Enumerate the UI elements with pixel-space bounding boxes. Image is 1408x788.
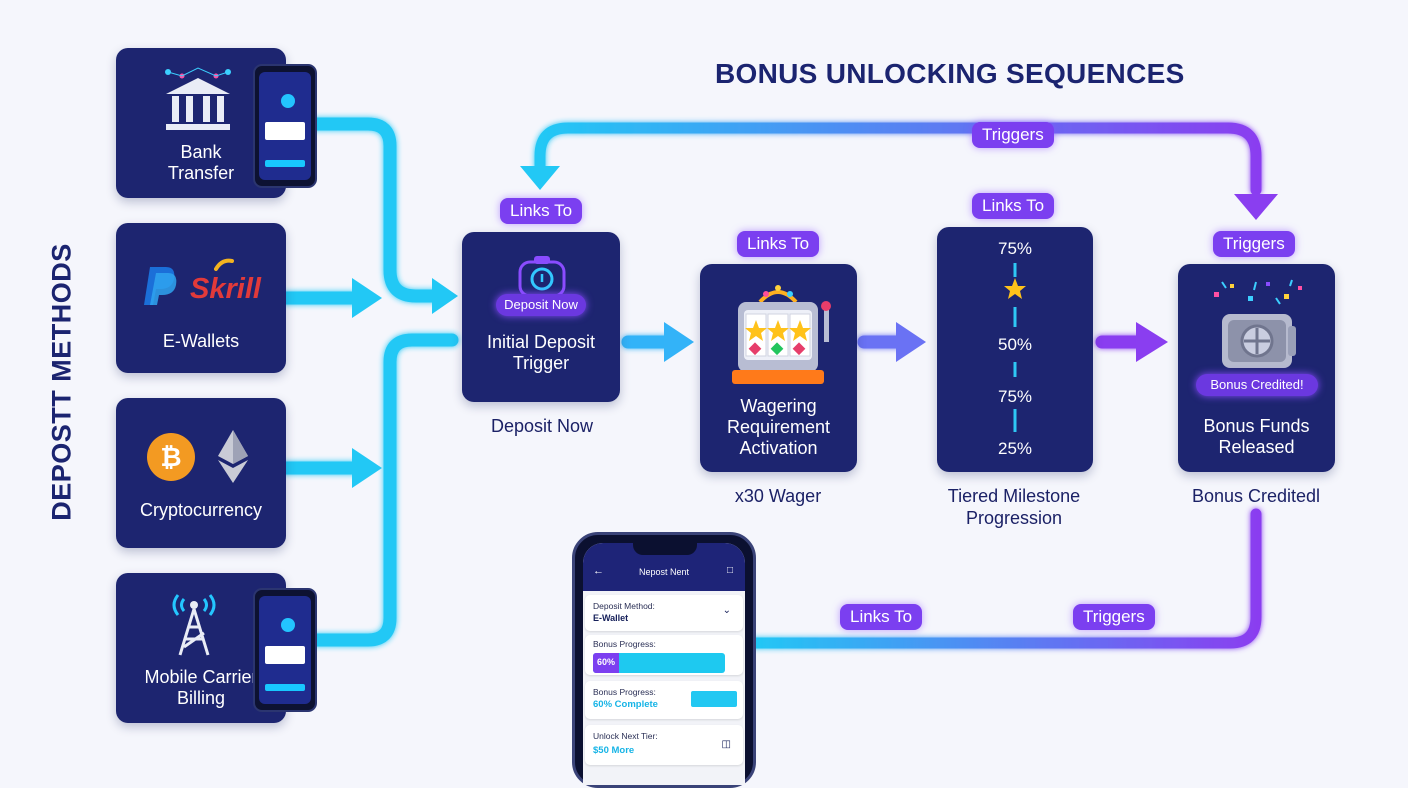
chevron-down-icon[interactable]: ⌄	[722, 605, 731, 616]
method-label-bank-transfer: Bank Transfer	[167, 142, 235, 183]
bonus-progress-label-2: Bonus Progress:	[593, 687, 656, 697]
page-title: BONUS UNLOCKING SEQUENCES	[715, 58, 1185, 89]
bonus-progress-row: Bonus Progress: 60%	[585, 635, 743, 675]
unlock-value: $50 More	[593, 745, 635, 756]
mini-phone-mobile	[253, 588, 317, 712]
bank-flow-line	[303, 117, 441, 303]
copy-icon[interactable]: ◫	[721, 739, 731, 750]
method-card-e-wallets[interactable]: Skrill E-Wallets	[116, 223, 286, 373]
paypal-icon	[144, 267, 177, 305]
deposit-methods-title: DEPOSTT METHODS	[46, 243, 77, 521]
caption-tiered-milestone: Tiered Milestone Progression	[947, 486, 1081, 528]
svg-text:₿: ₿	[160, 443, 181, 473]
top-loop-line	[534, 122, 1262, 196]
deposit-method-value: E-Wallet	[593, 613, 629, 623]
complete-percent: 60% Complete	[593, 699, 658, 710]
bitcoin-icon: ₿	[147, 433, 195, 481]
arrow-head-loop-end	[1234, 194, 1278, 220]
caption-wager: x30 Wager	[734, 486, 822, 506]
vault-icon	[1222, 314, 1296, 368]
stage-label-wagering: Wagering Requirement Activation	[726, 396, 831, 458]
unlock-label: Unlock Next Tier:	[593, 731, 658, 741]
arrow-head-stage4	[1136, 322, 1168, 362]
flow-lines	[279, 117, 1278, 649]
mobile-flow-line	[303, 333, 459, 647]
arrow-head-stage3	[896, 322, 926, 362]
pill-triggers-top: Triggers	[972, 122, 1054, 148]
pill-links-to-stage3: Links To	[972, 193, 1055, 219]
mobile-phone-preview: ← Nepost Nent □ Deposit Method: E-Wallet…	[572, 532, 756, 788]
deposit-method-select[interactable]: Deposit Method: E-Wallet ⌄	[585, 595, 743, 631]
milestone-50: 50%	[997, 335, 1033, 354]
arrow-heads	[352, 166, 1278, 488]
method-card-cryptocurrency[interactable]: ₿ Cryptocurrency	[116, 398, 286, 548]
confetti-icon	[1214, 279, 1302, 305]
bottom-loop-line	[746, 508, 1262, 649]
bonus-progress-label: Bonus Progress:	[593, 639, 656, 649]
stage-card-bonus-released[interactable]: Bonus Credited! Bonus Funds Released	[1178, 264, 1335, 472]
bonus-progress-bar: 60%	[593, 653, 725, 673]
pill-triggers-bottom: Triggers	[1073, 604, 1155, 630]
method-label-cryptocurrency: Cryptocurrency	[139, 500, 263, 520]
slot-machine-icon	[732, 285, 831, 384]
bonus-credited-badge: Bonus Credited!	[1196, 374, 1318, 396]
stage-card-wagering[interactable]: Wagering Requirement Activation	[700, 264, 857, 472]
stage-label-bonus-released: Bonus Funds Released	[1203, 416, 1310, 457]
bonus-progress-complete-row: Bonus Progress: 60% Complete	[585, 681, 743, 719]
stage-card-milestones[interactable]: 75% 50% 75% 25%	[937, 227, 1093, 472]
arrow-head-stage2	[664, 322, 694, 362]
skrill-swoosh-icon	[214, 258, 234, 271]
cell-tower-icon	[172, 594, 216, 656]
bonus-progress-text: 60%	[597, 657, 616, 667]
deposit-camera-icon	[518, 256, 566, 298]
star-icon	[1004, 278, 1026, 299]
mini-phone-bank	[253, 64, 317, 188]
deposit-method-label: Deposit Method:	[593, 601, 655, 611]
method-label-mobile-carrier: Mobile Carrier Billing	[144, 667, 258, 708]
pill-links-to-bottom: Links To	[840, 604, 923, 630]
milestone-25: 25%	[997, 439, 1033, 458]
arrow-head-loop-start	[520, 166, 560, 190]
milestone-75: 75%	[997, 387, 1033, 406]
caption-bonus-credited: Bonus Creditedl	[1191, 486, 1321, 506]
bank-icon	[165, 67, 231, 130]
phone-screen-title: Nepost Nent	[638, 567, 690, 577]
progress-action-button[interactable]	[691, 691, 737, 707]
arrow-head-ewallet	[352, 278, 382, 318]
milestone-75-top: 75%	[997, 239, 1033, 258]
skrill-logo: Skrill	[190, 273, 261, 305]
stage-card-initial-deposit[interactable]: Deposit Now Initial Deposit Trigger	[462, 232, 620, 402]
back-arrow-icon[interactable]: ←	[593, 565, 604, 577]
method-label-e-wallets: E-Wallets	[162, 331, 240, 351]
arrow-head-bank	[432, 278, 458, 314]
arrow-head-crypto	[352, 448, 382, 488]
pill-links-to-stage1: Links To	[500, 198, 583, 224]
stage-label-initial-deposit: Initial Deposit Trigger	[486, 332, 596, 373]
pill-links-to-stage2: Links To	[737, 231, 820, 257]
share-icon[interactable]: □	[726, 565, 733, 576]
pill-triggers-stage4: Triggers	[1213, 231, 1295, 257]
deposit-now-badge[interactable]: Deposit Now	[496, 294, 586, 316]
unlock-next-tier-row: Unlock Next Tier: $50 More ◫	[585, 725, 743, 765]
ethereum-icon	[218, 430, 248, 483]
milestone-track	[1013, 263, 1017, 432]
caption-deposit-now: Deposit Now	[490, 416, 594, 436]
